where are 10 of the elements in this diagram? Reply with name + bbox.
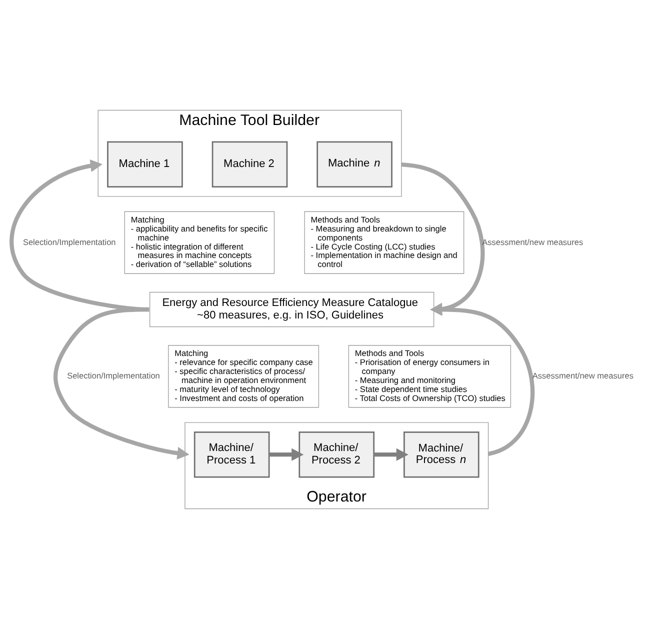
node-box: Machine n [316, 141, 392, 188]
arrow [53, 307, 190, 460]
node-box: Machine/ Process 2 [298, 432, 375, 478]
node-box: Machine 2 [212, 141, 288, 188]
node-box: Machine 1 [107, 141, 183, 188]
node-box: Machine/ Process 1 [194, 432, 270, 478]
node-box: Machine/ Process n [404, 432, 480, 478]
arrow [374, 448, 408, 461]
arrow [269, 448, 304, 461]
node-box: Energy and Resource Efficiency Measure Catalogue ~80 measures, e.g. in ISO, Guidelines [149, 292, 434, 328]
